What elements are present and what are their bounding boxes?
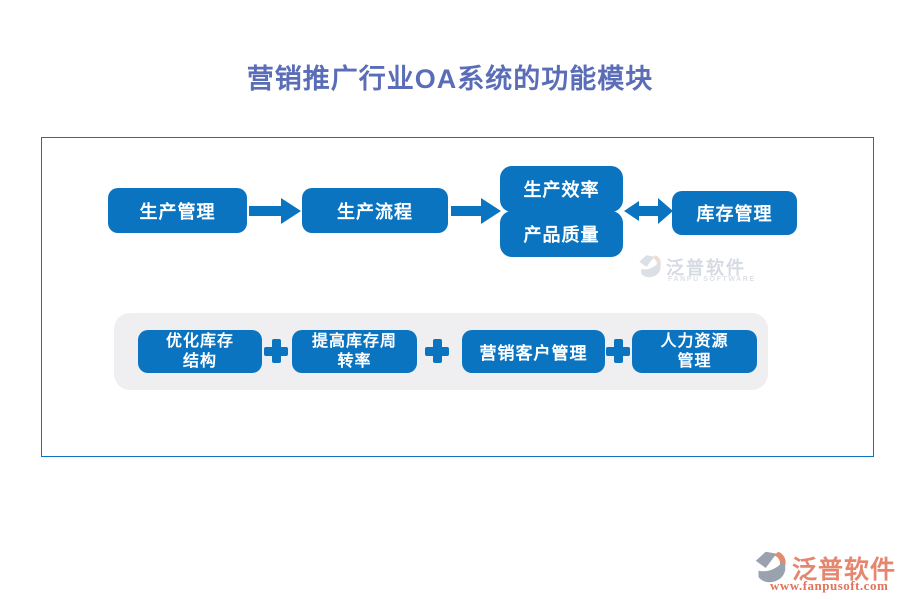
flow-node-label: 产品质量 bbox=[523, 225, 600, 245]
bottom-node-improve-inventory-turnover: 提高库存周 转率 bbox=[292, 330, 417, 373]
plus-icon bbox=[606, 339, 630, 363]
flow-node-label: 生产流程 bbox=[337, 201, 413, 222]
bottom-node-label-line: 营销客户管理 bbox=[479, 344, 588, 363]
fanpu-logo-icon bbox=[639, 255, 661, 278]
bottom-node-label-line: 人力资源 bbox=[660, 332, 729, 350]
bottom-node-human-resources-management: 人力资源 管理 bbox=[632, 330, 757, 373]
plus-icon bbox=[264, 339, 288, 363]
flow-node-label: 生产管理 bbox=[139, 201, 216, 222]
footer-brand-text: 泛普软件 bbox=[792, 556, 897, 584]
diagram-frame bbox=[41, 137, 874, 457]
bottom-node-marketing-customer-management: 营销客户管理 bbox=[462, 330, 605, 373]
footer-brand: 泛普软件 www.fanpusoft.com bbox=[753, 549, 900, 593]
page-title: 营销推广行业OA系统的功能模块 bbox=[246, 64, 654, 94]
bottom-node-label-line: 提高库存周 bbox=[311, 332, 397, 350]
arrow-both-icon bbox=[624, 198, 673, 224]
flow-node-label: 库存管理 bbox=[696, 204, 773, 224]
watermark: 泛普软件 FANPU SOFTWARE bbox=[638, 252, 798, 286]
arrow-right-icon bbox=[451, 198, 501, 224]
flow-node-product-quality: 产品质量 bbox=[500, 211, 623, 257]
footer-url-text: www.fanpusoft.com bbox=[770, 578, 889, 593]
flow-node-production-efficiency: 生产效率 bbox=[500, 166, 623, 212]
bottom-node-label-line: 结构 bbox=[182, 352, 217, 370]
flow-node-production-management: 生产管理 bbox=[108, 188, 247, 233]
fanpu-logo-icon bbox=[755, 551, 786, 583]
watermark-sub-text: FANPU SOFTWARE bbox=[668, 276, 756, 283]
flow-node-production-process: 生产流程 bbox=[302, 188, 448, 233]
watermark-brand-text: 泛普软件 bbox=[666, 258, 746, 278]
bottom-node-optimize-inventory-structure: 优化库存 结构 bbox=[138, 330, 262, 373]
flow-node-inventory-management: 库存管理 bbox=[672, 191, 797, 235]
bottom-node-label-line: 管理 bbox=[677, 352, 712, 370]
plus-icon bbox=[425, 339, 449, 363]
arrow-right-icon bbox=[249, 198, 301, 224]
bottom-node-label-line: 转率 bbox=[337, 352, 372, 370]
bottom-node-label-line: 优化库存 bbox=[165, 332, 234, 350]
flow-node-label: 生产效率 bbox=[523, 180, 600, 200]
